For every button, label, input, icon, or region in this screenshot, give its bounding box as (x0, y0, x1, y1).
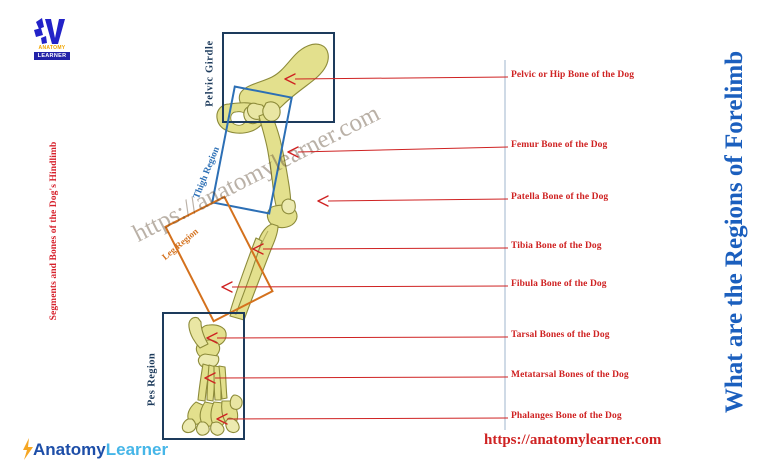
lightning-bolt-icon (23, 438, 33, 460)
site-url: https://anatomylearner.com (484, 432, 662, 448)
brand-wordmark-part1: Anatomy (33, 440, 106, 459)
callout-label: Tibia Bone of the Dog (511, 241, 602, 251)
region-label-pelvic-girdle: Pelvic Girdle (204, 40, 216, 107)
right-vertical-heading: What are the Regions of Forelimb (721, 50, 748, 414)
region-label-pes-region: Pes Region (146, 352, 158, 407)
brand-wordmark: AnatomyLearner (33, 440, 168, 460)
callout-label: Pelvic or Hip Bone of the Dog (511, 70, 635, 80)
callout-label: Metatarsal Bones of the Dog (511, 370, 629, 380)
anatomy-learner-logo-icon (34, 18, 65, 44)
region-box-pes-region (162, 312, 245, 440)
brand-wordmark-part2: Learner (105, 440, 169, 459)
brand-logo: ANATOMY LEARNER (26, 16, 78, 68)
logo-word-top: ANATOMY (38, 45, 66, 51)
callout-label: Patella Bone of the Dog (511, 192, 609, 202)
callout-label: Fibula Bone of the Dog (511, 279, 607, 289)
callout-label: Phalanges Bone of the Dog (511, 411, 622, 421)
region-box-leg-region (164, 195, 274, 323)
callout-label: Tarsal Bones of the Dog (511, 330, 610, 340)
left-vertical-heading: Segments and Bones of the Dog's Hindlimb (49, 141, 59, 321)
callout-label: Femur Bone of the Dog (511, 140, 608, 150)
logo-word-bottom: LEARNER (34, 52, 70, 60)
